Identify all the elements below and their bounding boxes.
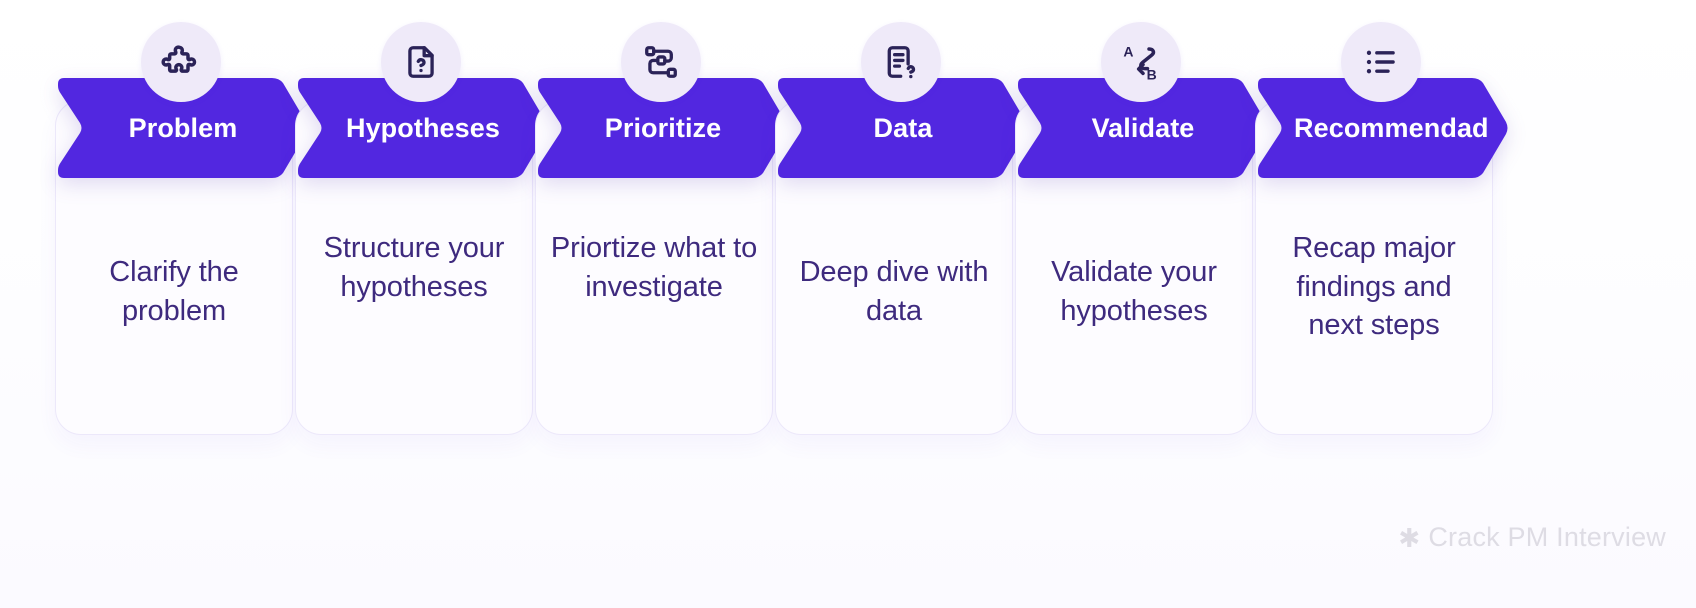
file-question-icon [381,22,461,102]
step-chevron[interactable]: Data [770,78,1032,178]
svg-text:B: B [1147,66,1157,82]
step-description: Structure your hypotheses [323,232,505,303]
step-chevron[interactable]: Validate [1010,78,1272,178]
step-label: Data [873,112,933,143]
step-label: Problem [128,112,238,143]
document-question-icon [861,22,941,102]
process-step[interactable]: Deep dive with data Data [770,0,1032,470]
node-hierarchy-icon [621,22,701,102]
step-description: Recap major findings and next steps [1292,232,1456,342]
process-step[interactable]: Priortize what to investigate Prioritize [530,0,792,470]
process-flow: Clarify the problem Problem Structure yo… [50,0,1512,470]
process-step[interactable]: Clarify the problem Problem [50,0,312,470]
step-label: Validate [1091,112,1195,143]
puzzle-piece-icon [141,22,221,102]
step-description: Clarify the problem [109,256,239,327]
watermark-label: Crack PM Interview [1428,522,1666,552]
watermark: ✱ Crack PM Interview [1398,522,1666,553]
step-description: Priortize what to investigate [550,232,758,303]
process-step[interactable]: Structure your hypotheses Hypotheses [290,0,552,470]
step-description: Validate your hypotheses [1051,256,1217,327]
step-chevron[interactable]: Problem [50,78,312,178]
step-label: Prioritize [604,112,722,143]
process-step[interactable]: Recap major findings and next steps Reco… [1250,0,1512,470]
step-chevron[interactable]: Hypotheses [290,78,552,178]
star-icon: ✱ [1398,522,1421,553]
step-chevron[interactable]: Prioritize [530,78,792,178]
step-label: Hypotheses [345,112,501,143]
step-description: Deep dive with data [799,256,989,327]
step-chevron[interactable]: Recommendad [1250,78,1512,178]
svg-text:A: A [1123,43,1133,59]
step-label: Recommendad [1294,112,1489,143]
bullet-list-icon [1341,22,1421,102]
